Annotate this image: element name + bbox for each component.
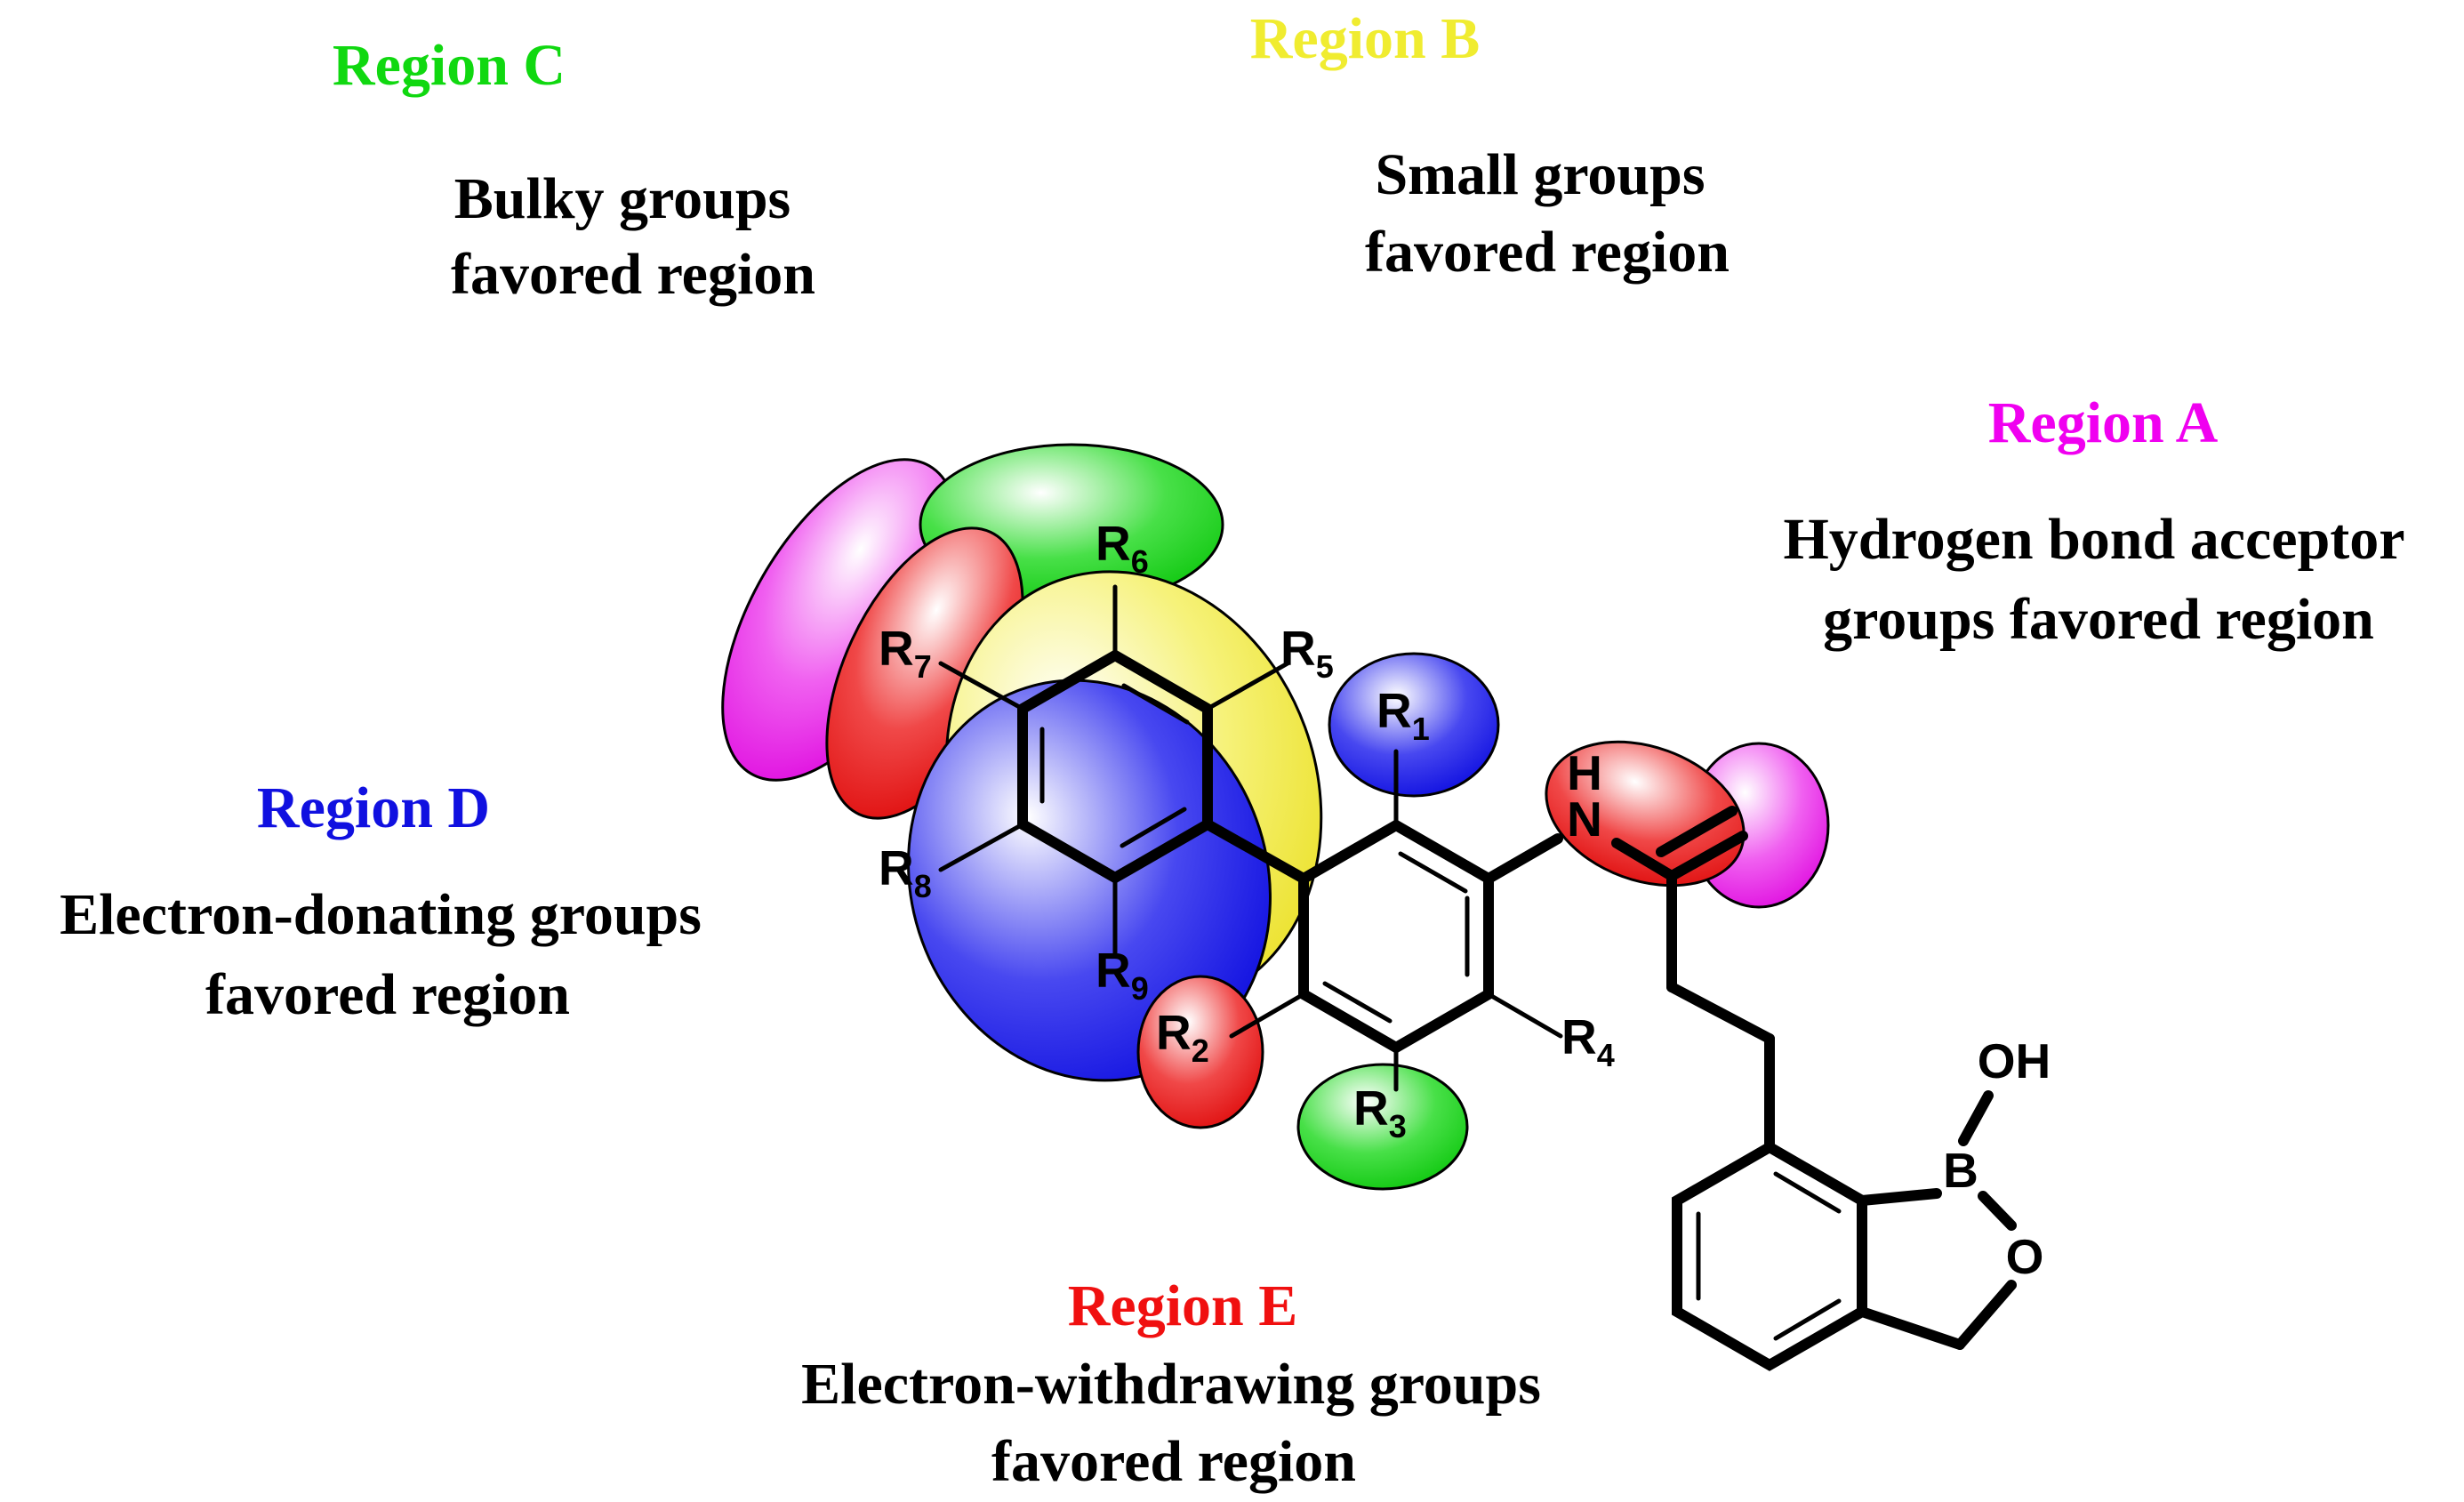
contour-blobs [721,443,1830,1191]
atom-hydroxyl: OH [1978,1033,2051,1088]
atom-n-amine: N [1567,791,1602,847]
region-a-title: Region A [1988,390,2219,455]
region-d-label: Region D Electron-donating groups favore… [60,775,702,1027]
region-b-label: Region B Small groups favored region [1250,6,1730,285]
region-c-label: Region C Bulky groups favored region [333,33,815,307]
substituent-labels: R1 R2 R3 R4 R5 R6 R7 R8 R9 [879,516,1615,1145]
region-a-desc-line2: groups favored region [1823,587,2374,652]
substituent-r8: R8 [879,840,932,904]
atom-labels: H N B OH O [1567,745,2051,1284]
region-e-desc-line1: Electron-withdrawing groups [801,1352,1541,1417]
region-d-desc-line2: favored region [205,962,570,1027]
substituent-r1: R1 [1376,683,1430,747]
substituent-r3: R3 [1353,1080,1407,1145]
atom-boron: B [1943,1143,1978,1198]
atom-h-amine: H [1567,745,1602,800]
region-a-label: Region A Hydrogen bond acceptor groups f… [1783,390,2404,652]
substituent-r2: R2 [1156,1005,1209,1069]
region-d-desc-line1: Electron-donating groups [60,882,702,947]
central-phenyl-ring [1298,819,1494,1054]
region-c-desc-line1: Bulky groups [454,166,791,231]
region-e-contour-r2 [1136,975,1264,1129]
substituent-r4: R4 [1561,1009,1615,1073]
region-b-desc-line2: favored region [1365,220,1730,285]
region-c-desc-line2: favored region [451,242,815,307]
region-b-desc-line1: Small groups [1375,142,1705,207]
substituent-r7: R7 [879,621,932,685]
substituent-r6: R6 [1096,516,1149,580]
region-c-title: Region C [333,33,566,98]
atom-ring-oxygen: O [2006,1229,2044,1284]
benzoxaborole-benzene-ring [1672,1141,1867,1371]
region-a-desc-line1: Hydrogen bond acceptor [1783,507,2404,572]
region-e-label: Region E Electron-withdrawing groups fav… [801,1273,1541,1494]
region-e-title: Region E [1068,1273,1298,1338]
region-c-contour-r3 [1296,1063,1469,1191]
substituent-r5: R5 [1280,621,1334,685]
molecule-skeleton [938,584,2017,1371]
region-e-desc-line2: favored region [991,1429,1356,1494]
region-d-title: Region D [257,775,490,840]
substituent-r9: R9 [1096,943,1149,1007]
region-b-title: Region B [1250,6,1481,71]
region-e-contour-nh [1545,740,1746,888]
region-d-contour-r1 [1328,652,1500,798]
